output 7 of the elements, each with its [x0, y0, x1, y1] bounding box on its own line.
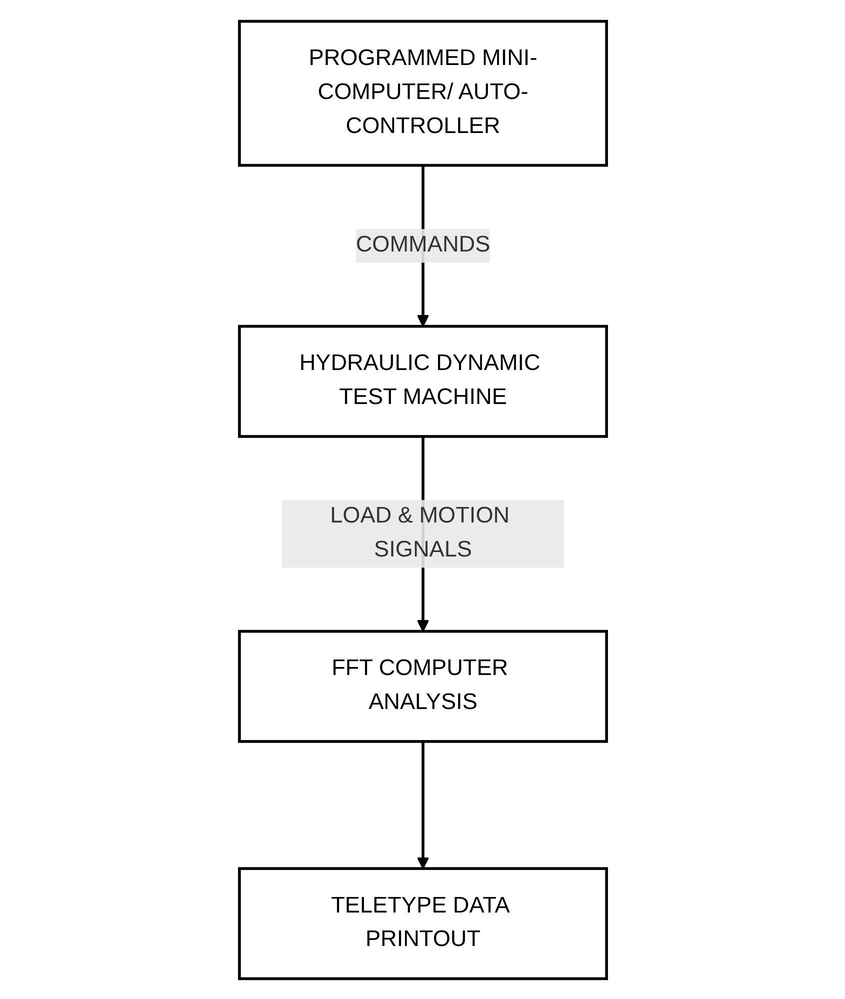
node-box: HYDRAULIC DYNAMIC TEST MACHINE [238, 324, 608, 438]
edge-label: LOAD & MOTION SIGNALS [330, 504, 510, 562]
node-box: FFT COMPUTER ANALYSIS [238, 629, 608, 742]
arrow [416, 740, 429, 869]
edge-label: COMMANDS [355, 232, 490, 257]
node-box: PROGRAMMED MINI-COMPUTER/ AUTO-CONTROLLER [238, 19, 608, 166]
node-box: TELETYPE DATA PRINTOUT [238, 866, 608, 980]
